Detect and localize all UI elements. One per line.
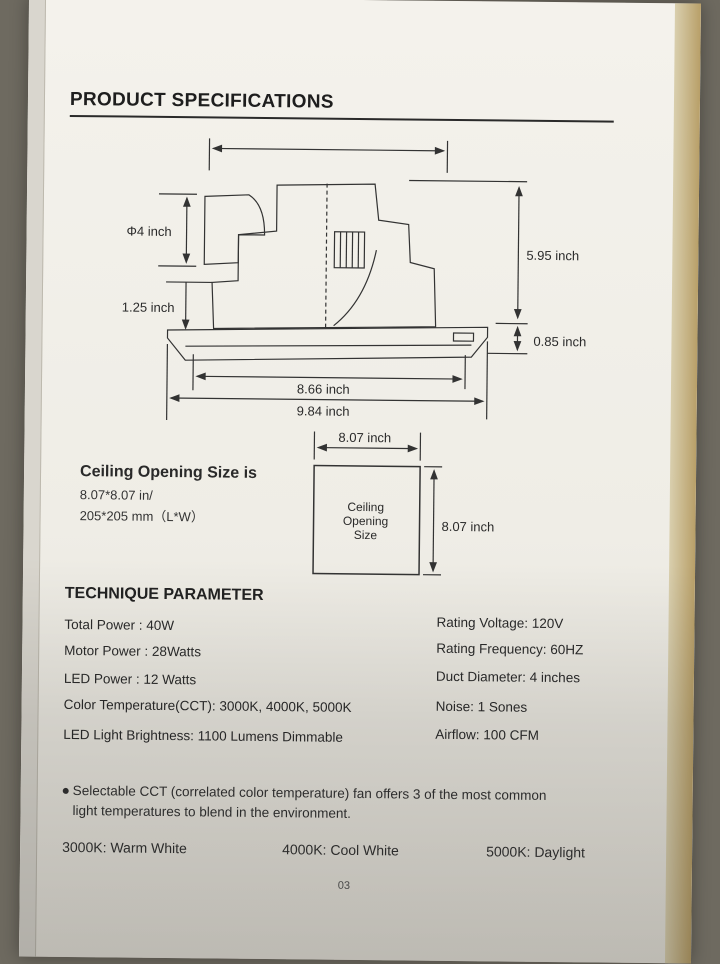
cct-description-line: Selectable CCT (correlated color tempera… xyxy=(73,783,547,803)
cct-description: Selectable CCT (correlated color tempera… xyxy=(62,781,622,827)
param-voltage: Rating Voltage: 120V xyxy=(436,615,563,631)
param-led-power: LED Power : 12 Watts xyxy=(64,671,196,687)
opening-box-label: Ceiling Opening Size xyxy=(315,500,415,543)
param-airflow: Airflow: 100 CFM xyxy=(435,727,539,743)
opening-size-mm: 205*205 mm（L*W） xyxy=(80,505,204,525)
cct-description-line: light temperatures to blend in the envir… xyxy=(62,803,351,821)
opening-box-line: Ceiling xyxy=(316,500,416,515)
opening-size-inches: 8.07*8.07 in/ xyxy=(80,487,153,503)
opening-box-line: Opening xyxy=(315,514,415,529)
cct-daylight: 5000K: Daylight xyxy=(486,843,585,860)
technique-heading: TECHNIQUE PARAMETER xyxy=(65,585,264,605)
param-color-temperature: Color Temperature(CCT): 3000K, 4000K, 50… xyxy=(64,697,352,715)
param-noise: Noise: 1 Sones xyxy=(436,699,528,715)
param-total-power: Total Power : 40W xyxy=(64,617,174,633)
collar-height-label: 1.25 inch xyxy=(122,299,175,315)
outer-width-label: 9.84 inch xyxy=(297,403,350,419)
ceiling-opening-heading: Ceiling Opening Size is xyxy=(80,463,257,483)
opening-box-line: Size xyxy=(315,528,415,543)
param-duct-diameter: Duct Diameter: 4 inches xyxy=(436,669,580,686)
inner-width-label: 8.66 inch xyxy=(297,381,350,397)
flange-height-label: 0.85 inch xyxy=(533,334,586,350)
total-height-label: 5.95 inch xyxy=(526,248,579,264)
manual-page: PRODUCT SPECIFICATIONS xyxy=(19,0,701,963)
param-brightness: LED Light Brightness: 1100 Lumens Dimmab… xyxy=(63,727,343,745)
param-motor-power: Motor Power : 28Watts xyxy=(64,643,201,659)
bullet-dot-icon xyxy=(63,788,69,794)
cct-warm-white: 3000K: Warm White xyxy=(62,839,187,856)
page-number: 03 xyxy=(338,880,350,892)
param-frequency: Rating Frequency: 60HZ xyxy=(436,641,583,658)
opening-width-label: 8.07 inch xyxy=(338,430,391,446)
duct-diameter-label: Φ4 inch xyxy=(127,224,172,239)
opening-height-label: 8.07 inch xyxy=(441,519,494,535)
cct-cool-white: 4000K: Cool White xyxy=(282,841,399,858)
